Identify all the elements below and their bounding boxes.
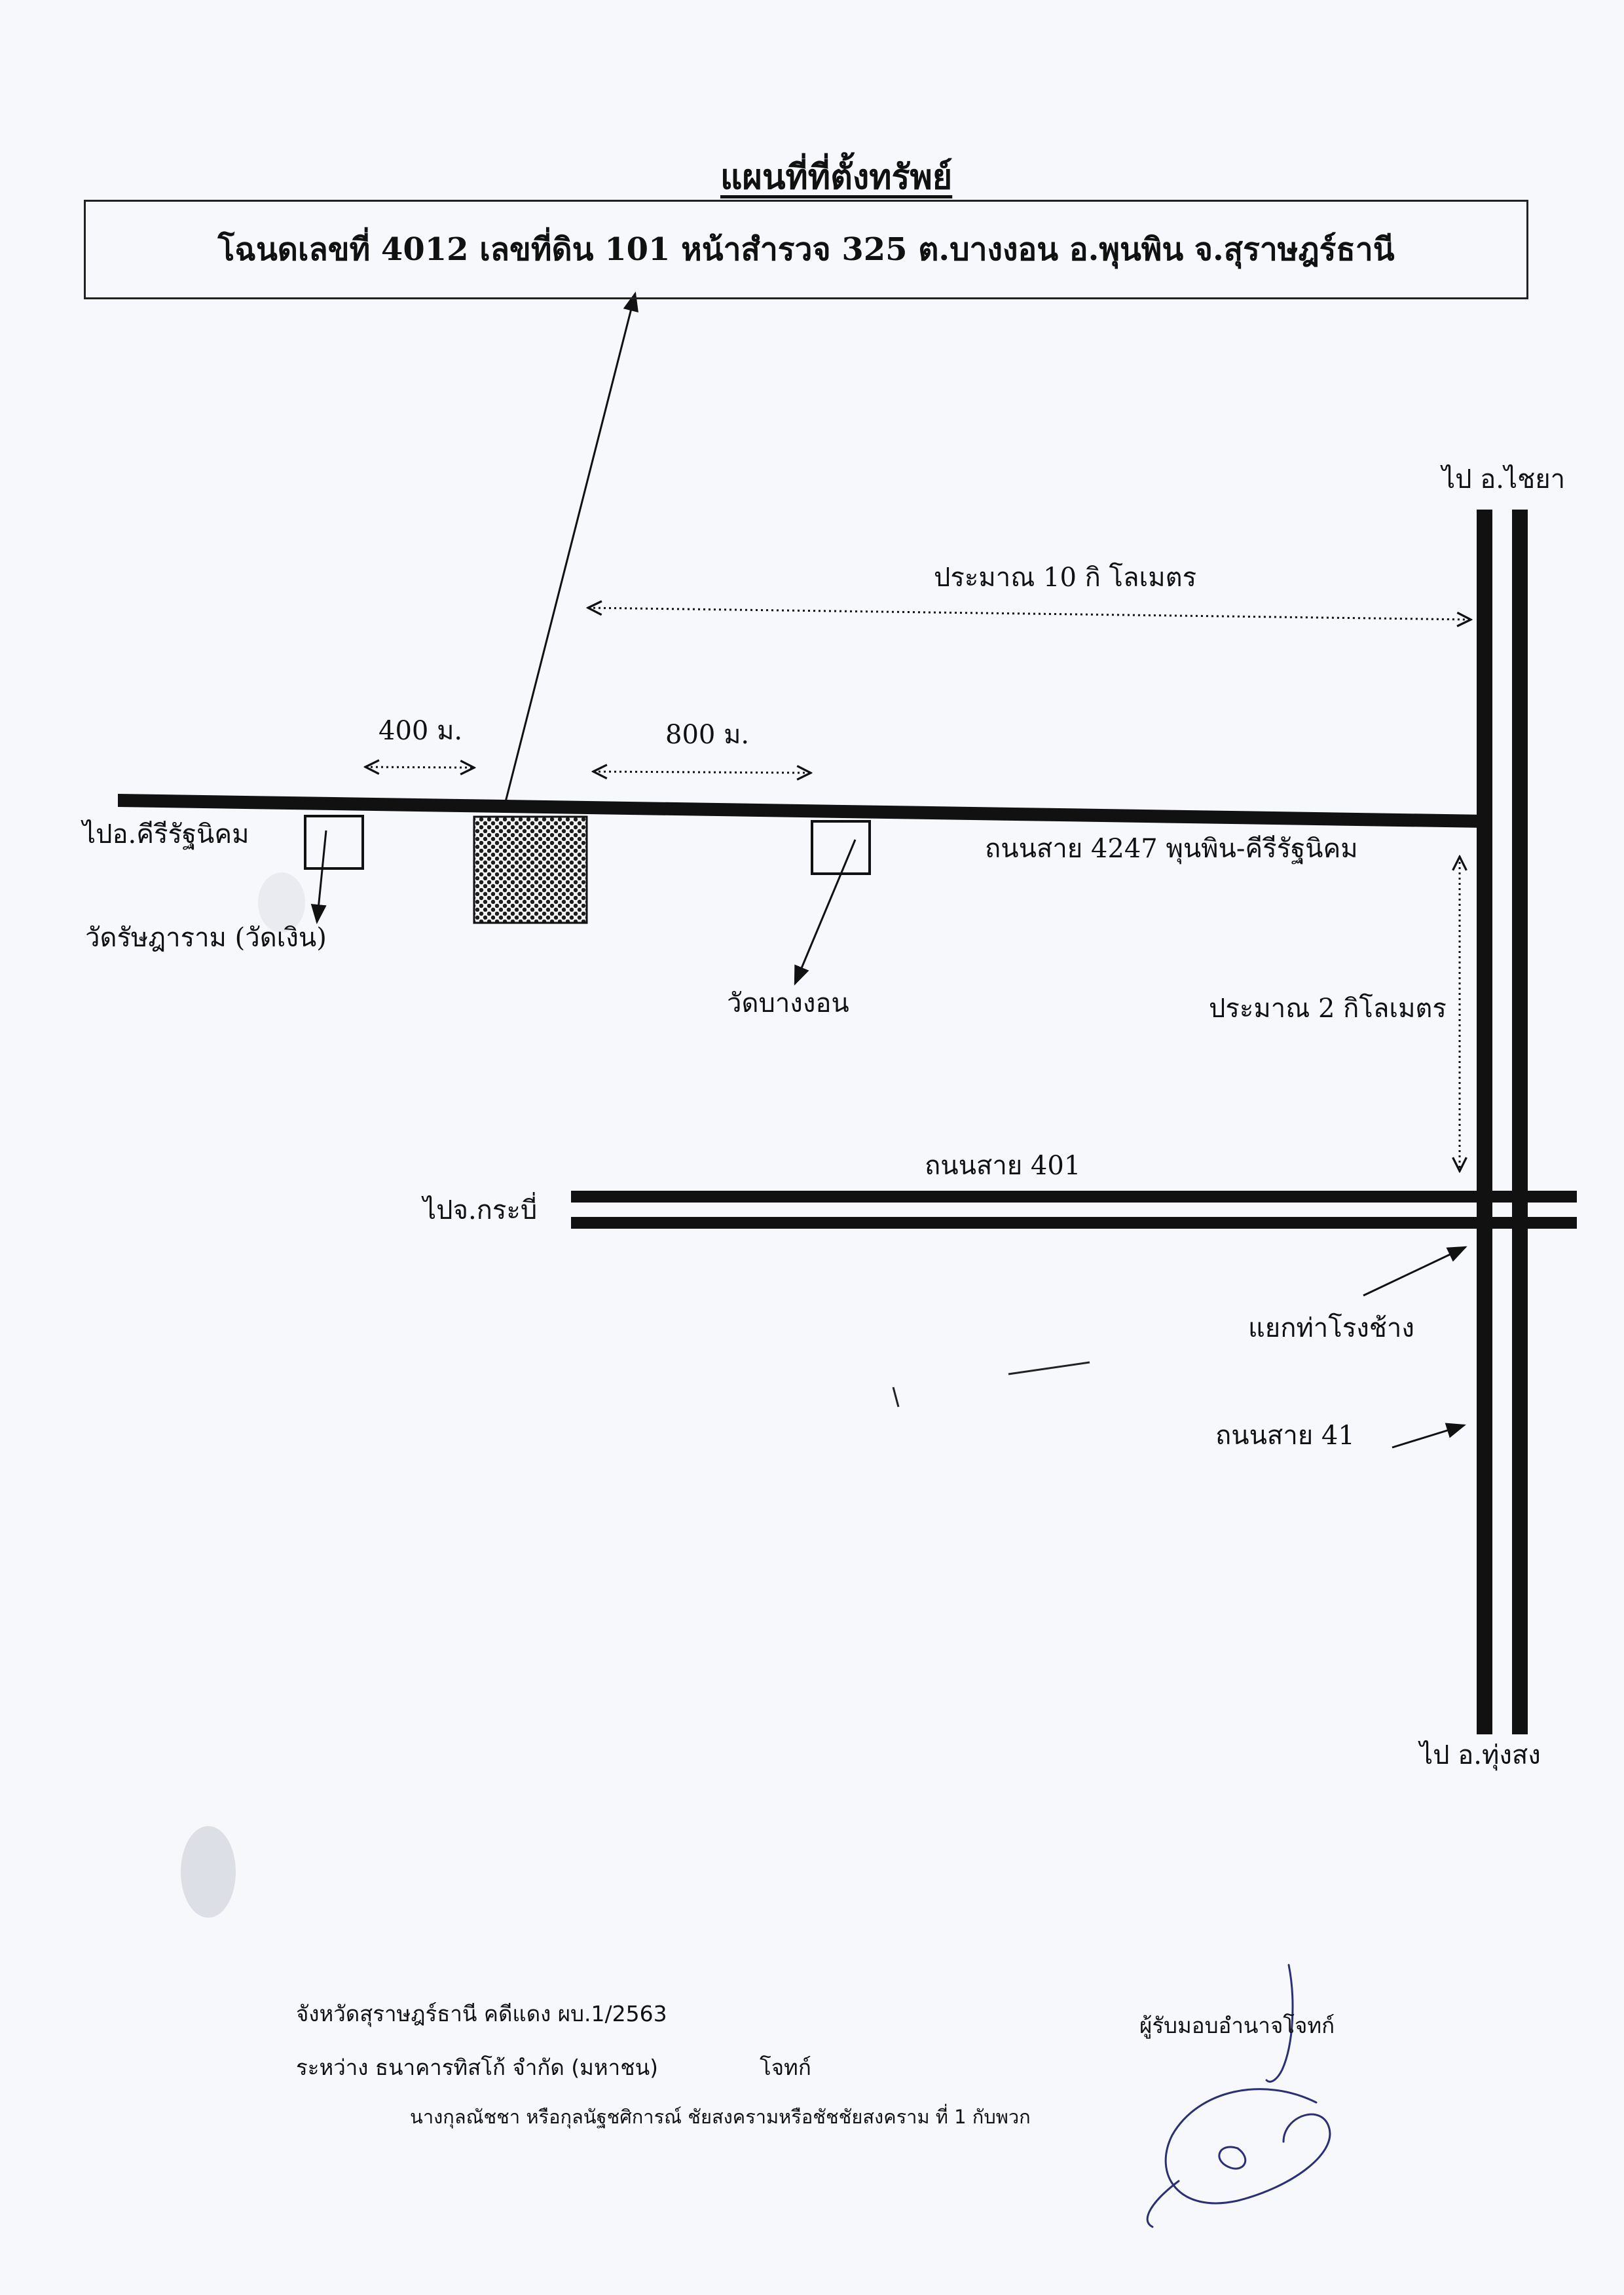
scan-mark [892,1387,900,1408]
label-road-41: ถนนสาย 41 [1215,1421,1355,1451]
footer-case-info: จังหวัดสุราษฎร์ธานี คดีแดง ผบ.1/2563 [296,2001,667,2026]
label-800m: 800 ม. [665,720,750,750]
road-401 [571,1191,1577,1229]
footer-parties: ระหว่าง ธนาคารทิสโก้ จำกัด (มหาชน) [296,2055,659,2080]
map-title: แผนที่ที่ตั้งทรัพย์ [720,157,953,197]
distance-arrow [593,772,811,773]
footer-plaintiff: โจทก์ [760,2055,811,2080]
scan-smudge [258,872,305,933]
temple-marker-icon [304,815,364,870]
label-wat-bangngon: วัดบางงอน [727,988,849,1018]
pointer-arrow [1363,1246,1467,1297]
footer-authorized: ผู้รับมอบอำนาจโจทก์ [1139,2013,1335,2038]
label-distance-2km: ประมาณ 2 กิโลเมตร [1209,994,1447,1024]
label-to-khiri: ไปอ.คีรีรัฐนิคม [83,819,249,849]
scan-smudge [181,1826,236,1918]
label-road-401: ถนนสาย 401 [925,1151,1081,1181]
label-to-krabi: ไปจ.กระบี่ [423,1195,538,1225]
pointer-arrow [504,291,638,802]
label-junction: แยกท่าโรงช้าง [1248,1313,1414,1343]
pointer-arrow [794,839,857,986]
pointer-arrow [1392,1423,1466,1449]
label-distance-10km: ประมาณ 10 กิ โลเมตร [934,563,1197,593]
pointer-arrow [310,830,327,924]
label-400m: 400 ม. [378,716,463,746]
label-road-4247: ถนนสาย 4247 พุนพิน-คีรีรัฐนิคม [985,834,1358,864]
scan-mark [1008,1361,1090,1375]
property-parcel-icon [473,815,588,924]
temple-marker-icon [811,820,871,875]
label-to-thungsong: ไป อ.ทุ่งสง [1420,1740,1541,1770]
label-wat-ratbharam: วัดรัษฎาราม (วัดเงิน) [85,923,327,953]
road-4247 [118,794,1486,828]
deed-description: โฉนดเลขที่ 4012 เลขที่ดิน 101 หน้าสำรวจ … [217,231,1395,268]
distance-arrow [588,608,1471,620]
road-41 [1477,510,1528,1734]
distance-arrow [365,767,474,768]
deed-info-box: โฉนดเลขที่ 4012 เลขที่ดิน 101 หน้าสำรวจ … [84,200,1528,299]
signature-icon [1146,1964,1331,2228]
label-to-chaiya: ไป อ.ไชยา [1442,464,1566,494]
footer-defendants: นางกุลณัชชา หรือกุลนัฐชศิการณ์ ชัยสงคราม… [410,2106,1031,2128]
